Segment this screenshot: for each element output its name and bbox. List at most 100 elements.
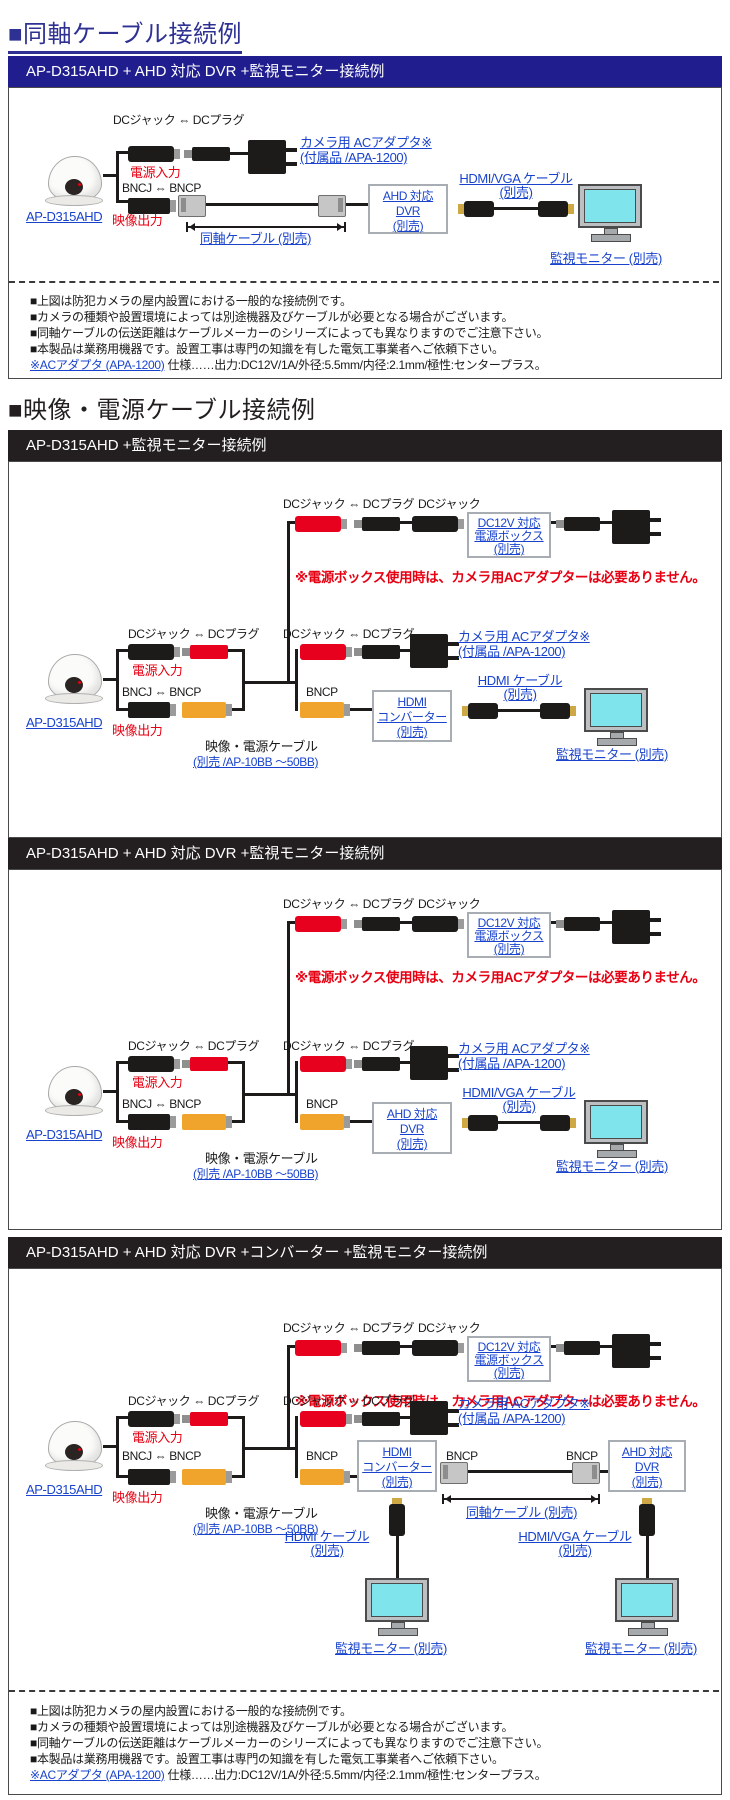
camera-model-link[interactable]: AP-D315AHD	[26, 1482, 103, 1497]
coax-cable-link[interactable]: 同軸ケーブル (別売)	[200, 231, 312, 246]
ac-adapter-link[interactable]: カメラ用 ACアダプタ※	[458, 1041, 590, 1056]
dc-jack-connector	[412, 516, 464, 532]
bracket-line	[116, 649, 119, 711]
dc-plug-connector	[354, 917, 400, 931]
dc-plug-connector	[354, 645, 400, 659]
hdmi-vga-cable-link[interactable]: HDMI/VGA ケーブル	[462, 1085, 576, 1100]
bracket-line	[116, 1416, 119, 1478]
bnc-connector-yellow	[300, 1114, 350, 1130]
camera-model-link[interactable]: AP-D315AHD	[26, 1127, 103, 1142]
dc-jack-label: DCジャック	[418, 1321, 481, 1335]
ac-adapter-sub-link[interactable]: (付属品 /APA-1200)	[300, 150, 408, 165]
camera-model-link[interactable]: AP-D315AHD	[26, 209, 103, 224]
dc-jack-connector-red	[300, 1056, 352, 1072]
sold-separately-label[interactable]: (別売)	[499, 185, 533, 200]
converter-box-line3[interactable]: (別売)	[396, 725, 428, 739]
dvr-box-line3[interactable]: (別売)	[631, 1475, 663, 1489]
wire	[600, 921, 612, 924]
coax-cable-link[interactable]: 同軸ケーブル (別売)	[466, 1505, 578, 1520]
wire	[350, 708, 372, 711]
junction-line	[242, 1061, 245, 1123]
wire	[346, 203, 368, 206]
sold-separately-label[interactable]: (別売)	[558, 1543, 592, 1558]
wire	[400, 1416, 410, 1419]
ac-adapter-link[interactable]: カメラ用 ACアダプタ※	[300, 135, 432, 150]
av-power-cable-link[interactable]: (別売 /AP-10BB ～50BB)	[193, 1522, 319, 1536]
power-box-line2[interactable]: 電源ボックス	[474, 929, 544, 943]
hdmi-cable-link[interactable]: HDMI ケーブル	[477, 673, 563, 688]
dc-plug-connector	[556, 1341, 600, 1355]
dvr-box-line1[interactable]: AHD 対応	[386, 1107, 438, 1121]
bracket-line	[116, 1061, 128, 1064]
ac-adapter-sub-link[interactable]: (付属品 /APA-1200)	[458, 1411, 566, 1426]
bnc-connector-yellow	[182, 1114, 232, 1130]
dvr-box-line3[interactable]: (別売)	[396, 1137, 428, 1151]
dvr-box-line2[interactable]: DVR	[395, 204, 421, 218]
ac-adapter-link[interactable]: カメラ用 ACアダプタ※	[458, 629, 590, 644]
ac-adapter-icon	[410, 634, 459, 668]
power-box-line3[interactable]: (別売)	[493, 942, 525, 956]
hdmi-cable-vertical-icon	[389, 1498, 405, 1578]
section2-title-bar: AP-D315AHD +監視モニター接続例	[8, 430, 722, 461]
dc-plug-connector	[556, 917, 600, 931]
dvr-box-line1[interactable]: AHD 対応	[382, 189, 434, 203]
power-box-line2[interactable]: 電源ボックス	[474, 529, 544, 543]
power-box-line2[interactable]: 電源ボックス	[474, 1353, 544, 1367]
monitor-icon	[365, 1578, 429, 1638]
converter-box-line2[interactable]: コンバーター	[362, 1460, 432, 1474]
wire	[400, 649, 410, 652]
av-power-cable-link[interactable]: (別売 /AP-10BB ～50BB)	[193, 1167, 319, 1181]
dc-pair-label: DCジャック ⇔ DCプラグ	[283, 627, 415, 641]
converter-box-line3[interactable]: (別売)	[381, 1475, 413, 1489]
ac-adapter-spec-link[interactable]: ※ACアダプタ (APA-1200)	[30, 358, 165, 372]
bus-line	[242, 681, 298, 684]
dvr-box-line2[interactable]: DVR	[399, 1122, 425, 1136]
ac-adapter-sub-link[interactable]: (付属品 /APA-1200)	[458, 644, 566, 659]
power-box-line1[interactable]: DC12V 対応	[477, 516, 541, 530]
monitor-link[interactable]: 監視モニター (別売)	[556, 747, 668, 762]
sold-separately-label[interactable]: (別売)	[310, 1543, 344, 1558]
converter-box-line1[interactable]: HDMI	[382, 1445, 412, 1459]
power-box-line1[interactable]: DC12V 対応	[477, 1340, 541, 1354]
ac-adapter-sub-link[interactable]: (付属品 /APA-1200)	[458, 1056, 566, 1071]
section4-title-bar: AP-D315AHD + AHD 対応 DVR +コンバーター +監視モニター接…	[8, 1237, 722, 1268]
wire	[232, 708, 242, 711]
wire	[228, 649, 242, 652]
sold-separately-label[interactable]: (別売)	[503, 687, 537, 702]
dc-plug-connector	[354, 1057, 400, 1071]
av-power-cable-link[interactable]: (別売 /AP-10BB ～50BB)	[193, 755, 319, 769]
dc-plug-connector-red	[182, 1412, 228, 1426]
wire	[232, 1475, 242, 1478]
wire	[400, 521, 412, 524]
note-line-spec: ※ACアダプタ (APA-1200) 仕様……出力:DC12V/1A/外径:5.…	[30, 1766, 547, 1783]
hdmi-vga-cable-link[interactable]: HDMI/VGA ケーブル	[518, 1529, 632, 1544]
bracket-line	[116, 151, 119, 203]
dc-jack-connector-red	[295, 1340, 347, 1356]
converter-box-line2[interactable]: コンバーター	[377, 710, 447, 724]
monitor-link[interactable]: 監視モニター (別売)	[556, 1159, 668, 1174]
hdmi-vga-cable-link[interactable]: HDMI/VGA ケーブル	[459, 171, 573, 186]
power-box-line3[interactable]: (別売)	[493, 1366, 525, 1380]
converter-box-line1[interactable]: HDMI	[397, 695, 427, 709]
ac-adapter-spec-link[interactable]: ※ACアダプタ (APA-1200)	[30, 1768, 165, 1782]
ac-adapter-spec-text: 仕様……出力:DC12V/1A/外径:5.5mm/内径:2.1mm/極性:センタ…	[164, 358, 547, 372]
monitor-link[interactable]: 監視モニター (別売)	[585, 1641, 697, 1656]
bracket-line	[116, 708, 128, 711]
dc-plug-connector	[354, 1412, 400, 1426]
sold-separately-label[interactable]: (別売)	[502, 1099, 536, 1114]
dvr-box-line2[interactable]: DVR	[634, 1460, 660, 1474]
dvr-box: AHD 対応 DVR (別売)	[608, 1440, 686, 1492]
ac-adapter-link[interactable]: カメラ用 ACアダプタ※	[458, 1396, 590, 1411]
hdmi-cable-link[interactable]: HDMI ケーブル	[284, 1529, 370, 1544]
power-box-line1[interactable]: DC12V 対応	[477, 916, 541, 930]
monitor-link[interactable]: 監視モニター (別売)	[550, 251, 662, 266]
dvr-box-line1[interactable]: AHD 対応	[621, 1445, 673, 1459]
bracket-line	[116, 1416, 128, 1419]
camera-model-link[interactable]: AP-D315AHD	[26, 715, 103, 730]
power-box-line3[interactable]: (別売)	[493, 542, 525, 556]
dvr-box-line3[interactable]: (別売)	[392, 219, 424, 233]
dc-pair-label: DCジャック ⇔ DCプラグ	[283, 1321, 415, 1335]
dc-jack-connector-red	[300, 1411, 352, 1427]
monitor-link[interactable]: 監視モニター (別売)	[335, 1641, 447, 1656]
ac-adapter-icon	[410, 1401, 459, 1435]
